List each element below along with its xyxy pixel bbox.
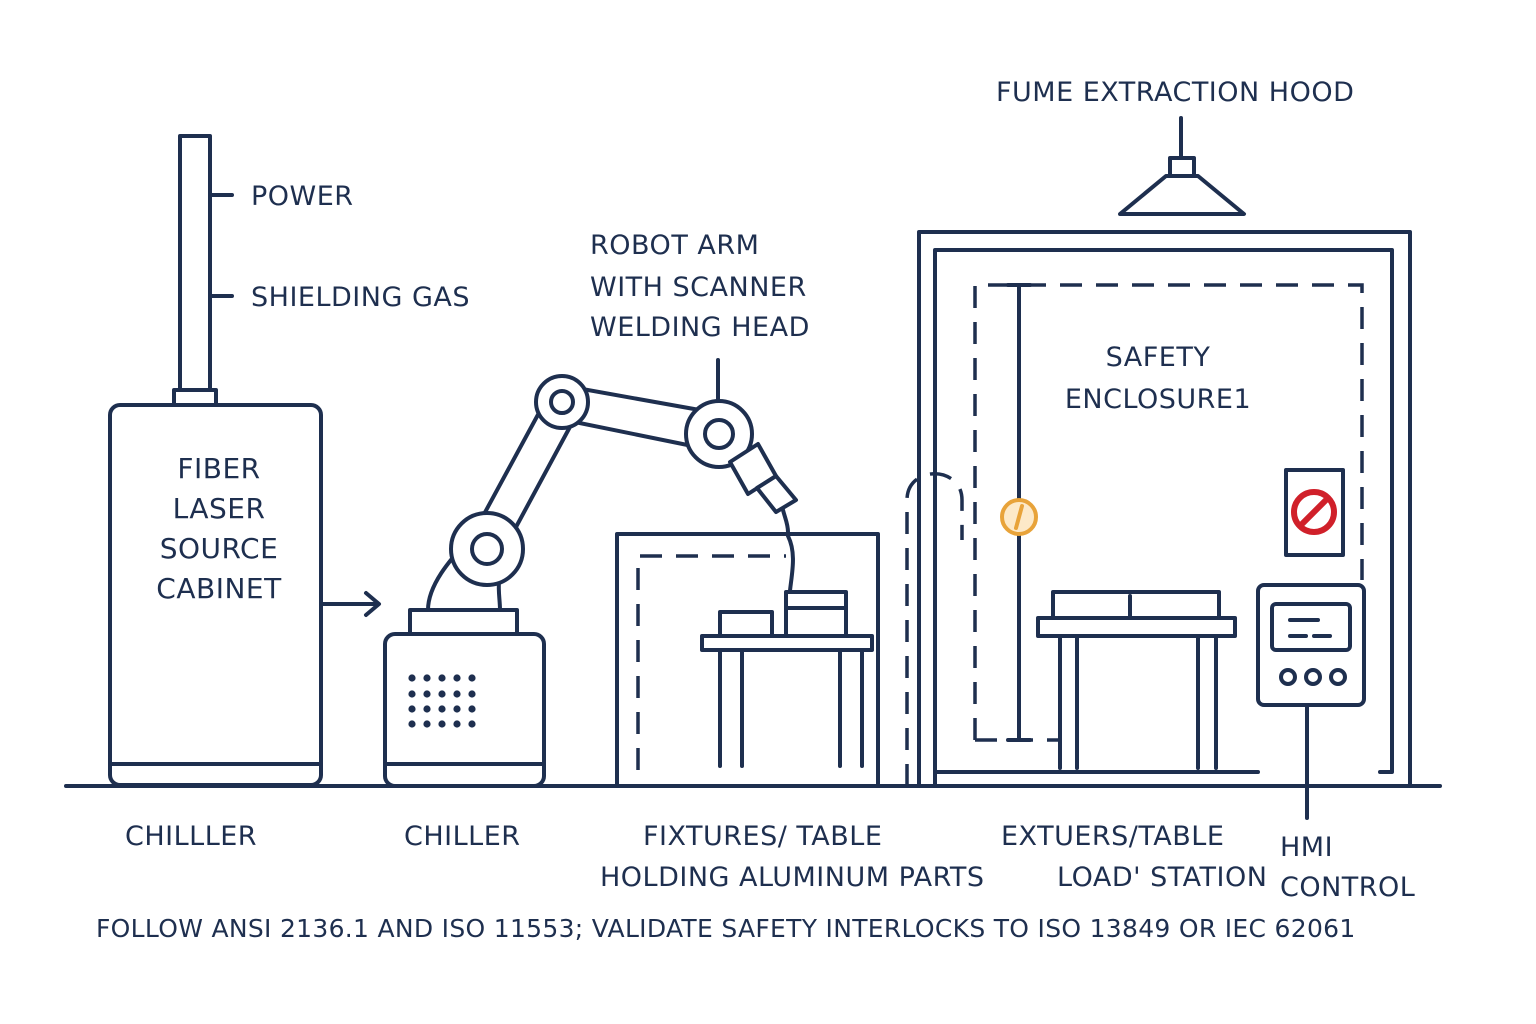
label-laser-source-2: LASER [173, 492, 266, 525]
label-laser-source-1: FIBER [177, 452, 260, 485]
label-hmi-2: CONTROL [1280, 872, 1415, 903]
robot-base [408, 608, 519, 636]
label-chiller-right: CHILLER [404, 821, 521, 852]
shoulder-joint [449, 511, 525, 587]
load-table-top [1036, 616, 1237, 638]
load-part [1051, 590, 1221, 620]
table-top [700, 634, 874, 652]
aluminum-part [784, 590, 848, 610]
enclosure-outer-wall [917, 230, 1412, 788]
robot-arm [408, 358, 798, 636]
laser-beam [781, 508, 790, 534]
footer-compliance-note: FOLLOW ANSI 2136.1 AND ISO 11553; VALIDA… [96, 914, 1356, 943]
hood-neck [1168, 156, 1196, 178]
label-load-station-1: EXTUERS/TABLE [1001, 821, 1224, 852]
label-fume-hood: FUME EXTRACTION HOOD [996, 77, 1354, 108]
label-safety-enclosure-2: ENCLOSURE1 [1065, 384, 1251, 415]
hmi-button-icon[interactable] [1329, 668, 1347, 686]
label-safety-enclosure-1: SAFETY [1106, 342, 1211, 373]
label-robot-arm-1: ROBOT ARM [590, 230, 759, 261]
label-load-station-2: LOAD' STATION [1057, 862, 1267, 893]
label-robot-arm-2: WITH SCANNER [590, 272, 807, 303]
cabinet-body [108, 403, 323, 787]
label-hmi-1: HMI [1280, 832, 1333, 863]
label-laser-source-3: SOURCE [160, 532, 279, 565]
aluminum-part [718, 610, 774, 638]
enclosure-inner-wall [933, 248, 1394, 788]
label-fixtures-table-1: FIXTURES/ TABLE [643, 821, 882, 852]
supply-mast [178, 134, 212, 392]
hmi-control-panel [1256, 583, 1366, 820]
hmi-screen [1270, 602, 1352, 652]
label-shielding-gas: SHIELDING GAS [251, 282, 470, 313]
fixture-guard-dashed [636, 554, 786, 770]
label-fixtures-table-2: HOLDING ALUMINUM PARTS [600, 862, 985, 893]
no-entry-icon [1291, 489, 1337, 535]
light-curtain-dashed [973, 283, 1364, 740]
hood-canopy [1118, 174, 1246, 216]
amber-indicator-icon [1000, 498, 1038, 536]
aluminum-part [784, 606, 848, 638]
safety-enclosure [917, 230, 1412, 820]
fixture-frame [615, 532, 880, 788]
laser-source-cabinet [108, 134, 381, 787]
label-laser-source-4: CABINET [156, 572, 282, 605]
welding-nozzle [755, 474, 798, 514]
vent-grille-icon [408, 674, 476, 728]
fume-extraction-hood [1118, 116, 1246, 216]
arrow-head-icon [364, 591, 381, 617]
hmi-button-icon[interactable] [1304, 668, 1322, 686]
fixtures-table [615, 532, 880, 788]
elbow-joint [534, 374, 590, 430]
label-chiller-left: CHILLLER [125, 821, 257, 852]
label-robot-arm-3: WELDING HEAD [590, 312, 810, 343]
hmi-button-icon[interactable] [1279, 668, 1297, 686]
chiller-unit [383, 632, 546, 788]
label-power: POWER [251, 181, 354, 212]
